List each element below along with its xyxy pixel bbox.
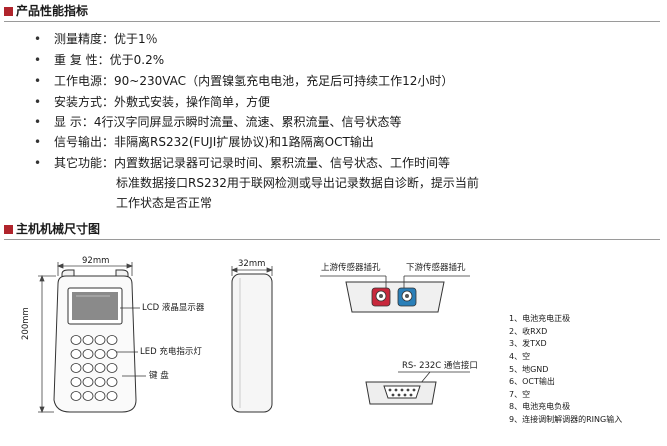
keypad-key	[106, 335, 118, 345]
dimension-depth-label: 32mm	[238, 259, 266, 269]
keypad-key	[82, 391, 94, 401]
rs232-pin	[397, 393, 401, 397]
spec-row-output: •信号输出：非隔离RS232(FUJI扩展协议)和1路隔离OCT输出	[34, 135, 374, 149]
pin-item: 1、电池充电正极	[509, 314, 571, 323]
keypad-key	[82, 363, 94, 373]
device-side-view	[231, 273, 273, 413]
rs232-connector	[365, 371, 470, 405]
label-downstream-jack: 下游传感器插孔	[406, 263, 466, 273]
spec-row-repeatability: •重 复 性：优于0.2%	[34, 53, 165, 67]
keypad-key	[94, 391, 106, 401]
device-keypad	[70, 335, 118, 401]
keypad-key	[70, 377, 82, 387]
section-divider	[4, 21, 660, 22]
spec-row-power: •工作电源：90~230VAC（内置镍氢充电电池，充足后可持续工作12小时）	[34, 74, 454, 88]
keypad-key	[70, 335, 82, 345]
pin-item: 8、电池充电负极	[509, 402, 571, 411]
dimension-height-label: 200mm	[21, 307, 31, 340]
dimension-width-label: 92mm	[82, 256, 110, 266]
keypad-key	[106, 363, 118, 373]
spec-row-other: •其它功能：内置数据记录器可记录时间、累积流量、信号状态、工作时间等	[34, 156, 451, 170]
spec-row-display: •显 示：4行汉字同屏显示瞬时流量、流速、累积流量、信号状态等	[34, 115, 402, 129]
spec-row-installation: •安装方式：外敷式安装，操作简单，方便	[34, 95, 271, 109]
rs232-pin	[391, 393, 395, 397]
keypad-key	[94, 363, 106, 373]
dimension-depth-line	[230, 266, 274, 276]
section-marker	[4, 225, 13, 234]
callout-leaders	[116, 307, 146, 377]
keypad-key	[82, 377, 94, 387]
callout-led: LED 充电指示灯	[140, 347, 202, 357]
pin-item: 5、地GND	[509, 365, 549, 374]
keypad-key	[106, 391, 118, 401]
spec-continuation-2: 工作状态是否正常	[116, 196, 213, 210]
pin-item: 3、发TXD	[509, 339, 547, 348]
keypad-key	[94, 335, 106, 345]
dimension-height-line	[38, 274, 56, 414]
keypad-key	[106, 377, 118, 387]
keypad-key	[70, 363, 82, 373]
rs232-pin	[403, 393, 407, 397]
section-title-dimensions: 主机机械尺寸图	[4, 221, 100, 237]
pin-item: 7、空	[509, 390, 531, 399]
section-divider	[4, 239, 660, 240]
pin-item: 2、收RXD	[509, 327, 548, 336]
downstream-jack	[397, 287, 417, 307]
rs232-pins	[388, 388, 416, 397]
label-rs232: RS- 232C 通信接口	[402, 361, 478, 371]
spec-row-accuracy: •测量精度：优于1％	[34, 32, 158, 46]
pin-item: 9、连接调制解调器的RING输入	[509, 415, 623, 424]
label-upstream-jack: 上游传感器插孔	[321, 263, 381, 273]
section-title-performance: 产品性能指标	[4, 3, 88, 19]
upstream-jack	[371, 287, 391, 307]
keypad-key	[70, 391, 82, 401]
device-top-view	[320, 275, 470, 313]
keypad-key	[94, 349, 106, 359]
keypad-key	[94, 377, 106, 387]
section-marker	[4, 7, 13, 16]
keypad-key	[106, 349, 118, 359]
spec-continuation-1: 标准数据接口RS232用于联网检测或导出记录数据自诊断，提示当前	[116, 176, 479, 190]
rs232-pin	[412, 388, 416, 392]
callout-keypad: 键 盘	[149, 371, 169, 381]
rs232-pin	[400, 388, 404, 392]
rs232-pin	[388, 388, 392, 392]
keypad-key	[82, 335, 94, 345]
rs232-pin	[409, 393, 413, 397]
dimension-width-line	[56, 262, 134, 276]
rs232-pin	[394, 388, 398, 392]
keypad-key	[70, 349, 82, 359]
pin-item: 4、空	[509, 352, 531, 361]
keypad-key	[82, 349, 94, 359]
rs232-pin	[406, 388, 410, 392]
pin-item: 6、OCT输出	[509, 377, 555, 386]
callout-lcd: LCD 液晶显示器	[142, 303, 205, 313]
